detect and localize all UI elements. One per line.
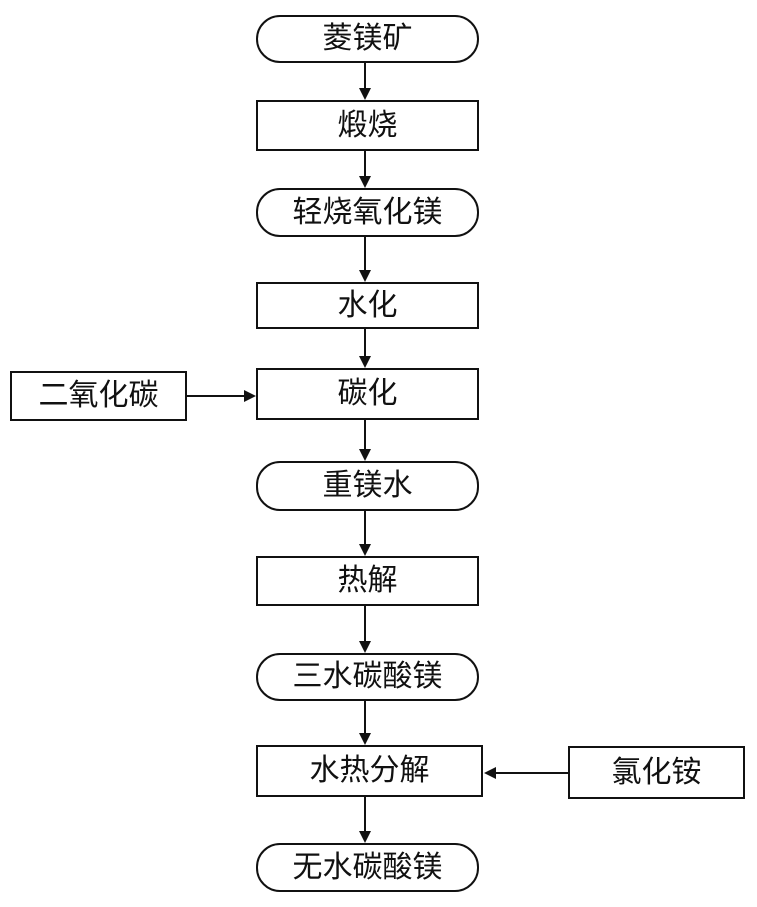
arrow-co2-to-carbonation (187, 390, 256, 402)
light-burned-mgo-node: 轻烧氧化镁 (256, 188, 479, 237)
co2-node: 二氧化碳 (10, 371, 187, 421)
arrow-trihydrate-to-hydrothermal (359, 701, 371, 745)
hydrothermal-decomposition-node: 水热分解 (256, 745, 483, 797)
carbonation-label: 碳化 (337, 376, 398, 411)
arrow-magnesite-to-calcination (359, 63, 371, 100)
anhydrous-mg-carbonate-label: 无水碳酸镁 (292, 849, 443, 885)
ammonium-chloride-node: 氯化铵 (568, 746, 745, 799)
hydration-node: 水化 (256, 282, 479, 329)
heavy-mg-water-label: 重镁水 (322, 468, 413, 503)
arrow-carbonation-to-heavy-mg-water (359, 420, 371, 461)
carbonation-node: 碳化 (256, 368, 479, 420)
mg-carbonate-trihydrate-label: 三水碳酸镁 (292, 659, 443, 694)
mg-carbonate-trihydrate-node: 三水碳酸镁 (256, 653, 479, 701)
arrow-hydrothermal-to-anhydrous (359, 797, 371, 843)
arrow-pyrolysis-to-trihydrate (359, 606, 371, 653)
arrow-light-burned-to-hydration (359, 237, 371, 282)
arrow-heavy-mg-water-to-pyrolysis (359, 511, 371, 556)
calcination-label: 煅烧 (337, 107, 398, 143)
ammonium-chloride-label: 氯化铵 (611, 754, 702, 790)
co2-label: 二氧化碳 (38, 378, 159, 413)
pyrolysis-node: 热解 (256, 556, 479, 606)
arrow-hydration-to-carbonation (359, 329, 371, 368)
arrow-calcination-to-light-burned (359, 151, 371, 188)
calcination-node: 煅烧 (256, 100, 479, 151)
magnesite-node: 菱镁矿 (256, 15, 479, 63)
hydration-label: 水化 (337, 287, 398, 323)
anhydrous-mg-carbonate-node: 无水碳酸镁 (256, 843, 479, 892)
heavy-mg-water-node: 重镁水 (256, 461, 479, 511)
arrow-ammonium-chloride-to-hydrothermal (484, 767, 568, 779)
magnesite-label: 菱镁矿 (322, 21, 413, 56)
hydrothermal-decomposition-label: 水热分解 (309, 753, 430, 788)
light-burned-mgo-label: 轻烧氧化镁 (292, 194, 443, 230)
pyrolysis-label: 热解 (337, 563, 398, 598)
